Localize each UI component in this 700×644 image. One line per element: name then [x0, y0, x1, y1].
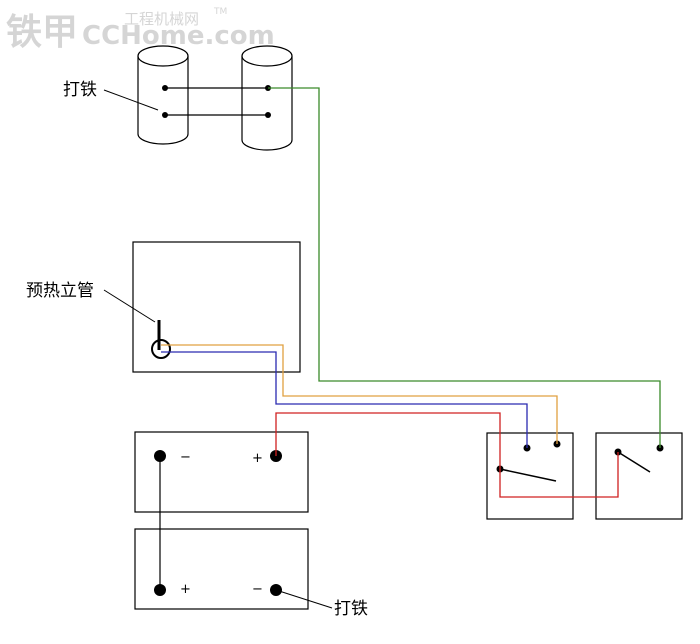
leader-preheat-tube [103, 289, 156, 323]
wire-green [268, 87, 661, 448]
cylinder-left [137, 45, 189, 145]
relay-left-switch-arm [499, 468, 557, 482]
relay-terminals [496, 440, 664, 473]
preheat-tube-ring [151, 339, 171, 359]
label-ground-bottom: 打铁 [334, 599, 368, 619]
watermark-sub-cn: 工程机械网 [124, 10, 199, 28]
battery-top [134, 431, 309, 513]
battery-bottom [134, 528, 309, 610]
relay-right-switch-arm [617, 451, 651, 473]
watermark-tm: TM [213, 7, 227, 17]
watermark-logo: 铁甲 CCHome.com 工程机械网 TM [6, 7, 275, 53]
battery-terminals [154, 450, 282, 596]
preheat-box [132, 241, 301, 373]
label-ground-top: 打铁 [63, 80, 97, 100]
cylinder-right [241, 45, 293, 151]
leader-ground-top [103, 89, 159, 111]
wire-orange [161, 344, 558, 444]
watermark-brand-latin: CCHome.com [82, 21, 275, 51]
cylinder-terminals [162, 85, 271, 118]
battery-top-positive-sign: + [252, 451, 263, 466]
relay-right [595, 432, 683, 520]
wire-red [275, 412, 619, 498]
wire-blue [161, 351, 528, 448]
battery-top-negative-sign: − [180, 450, 191, 465]
label-preheat-tube: 预热立管 [26, 281, 94, 301]
battery-bottom-positive-sign: + [180, 582, 191, 597]
watermark-brand-cn: 铁甲 [6, 12, 78, 53]
battery-bottom-negative-sign: − [252, 582, 263, 597]
relay-left [486, 432, 574, 520]
leader-ground-bottom [275, 589, 333, 609]
cylinder-links [165, 87, 268, 116]
